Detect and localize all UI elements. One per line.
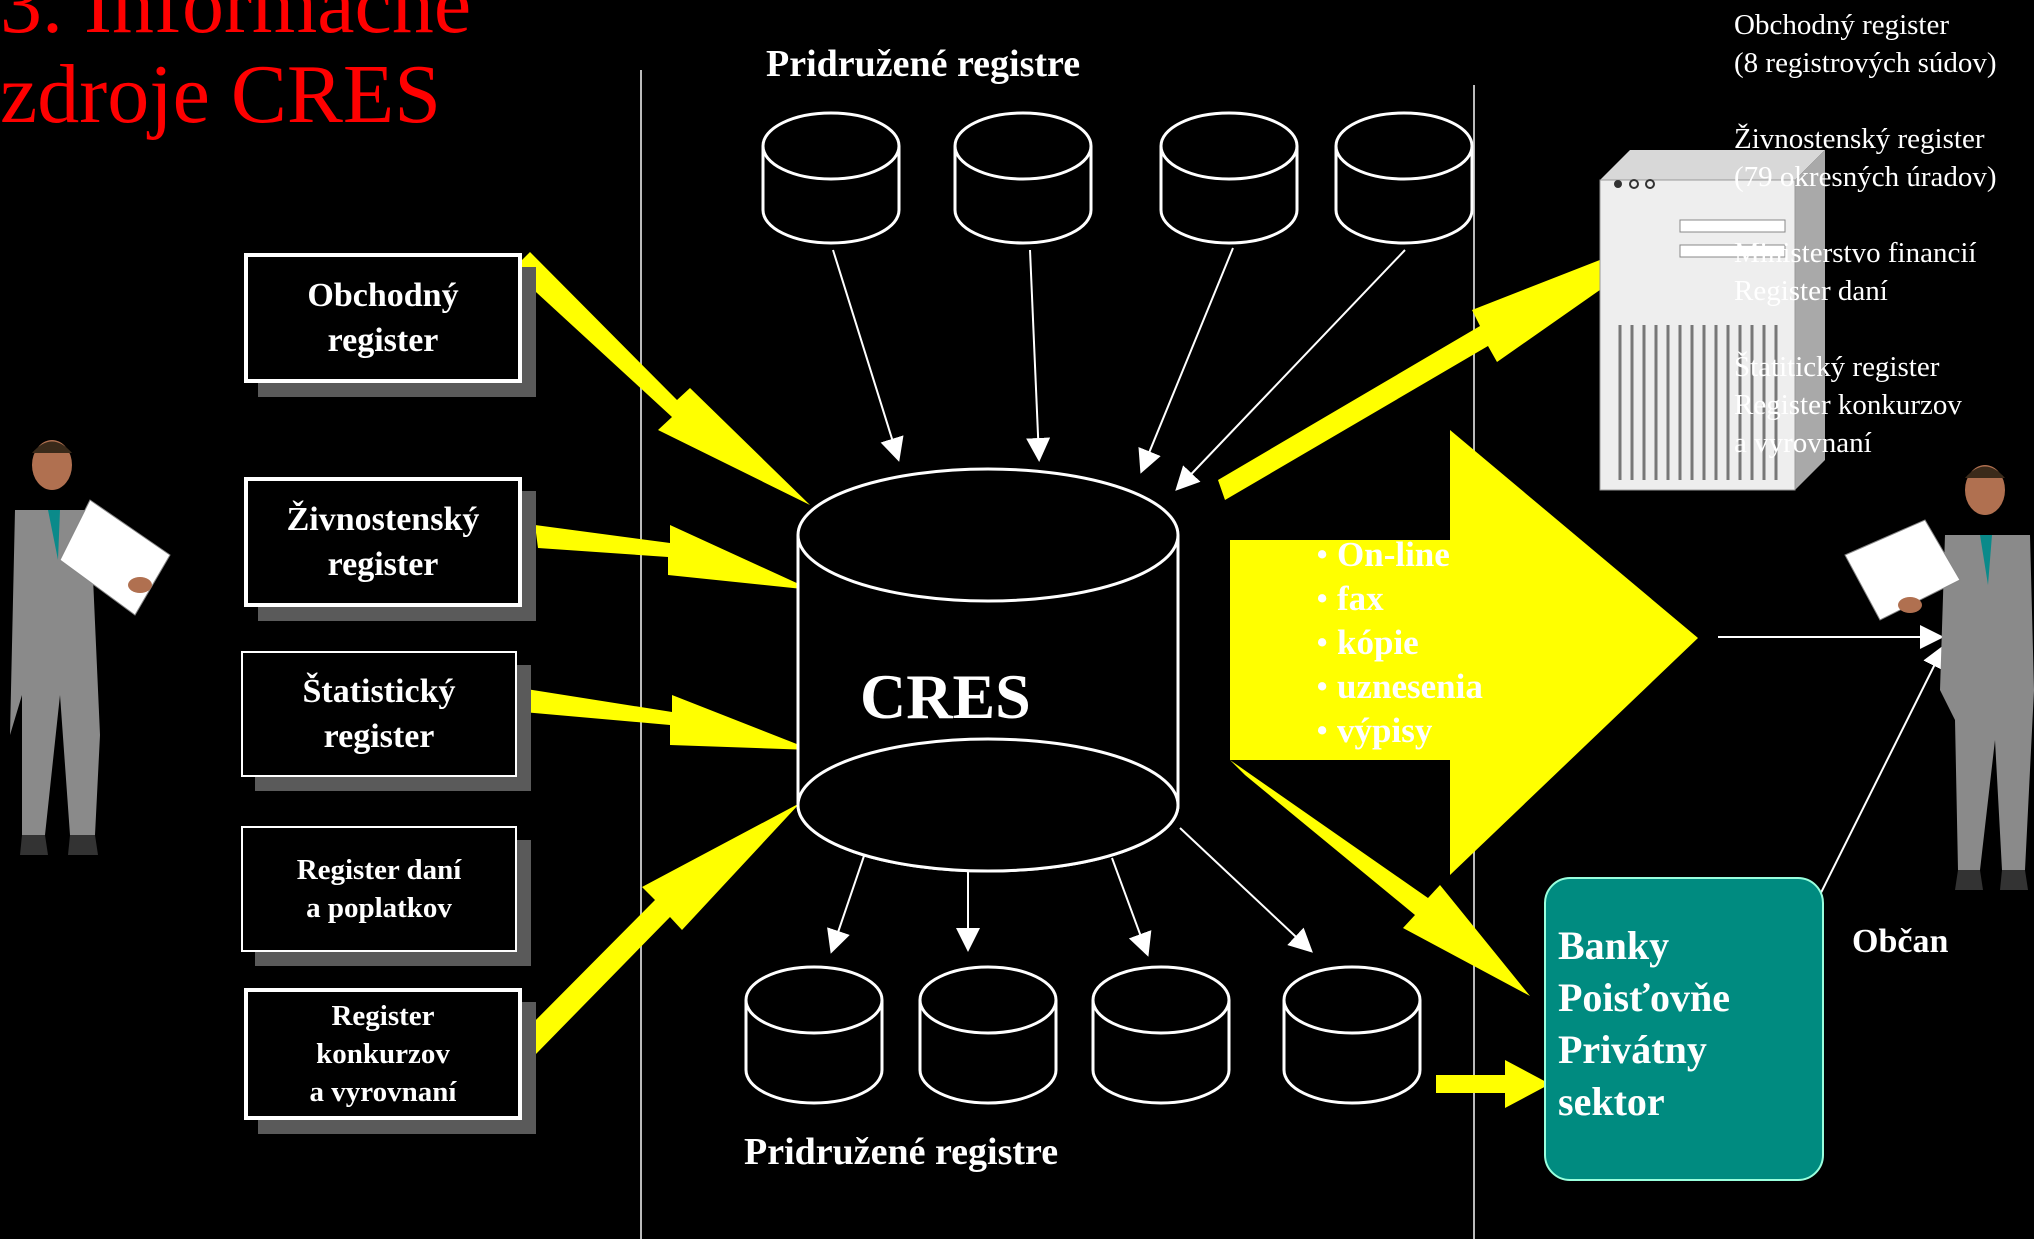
cres-label: CRES (860, 661, 1031, 732)
private-sector-box (1544, 877, 1824, 1181)
box-line: register (327, 322, 439, 359)
private-sector-line: Poisťovňe (1558, 975, 1730, 1020)
output-channel: fax (1316, 577, 1483, 621)
box-register-konkurzov: Register konkurzov a vyrovnaní (244, 988, 522, 1120)
output-channel: uznesenia (1316, 665, 1483, 709)
box-line: register (323, 718, 435, 755)
slide-title-line2: zdroje CRES (0, 48, 441, 141)
person-right-icon (1844, 465, 2034, 890)
arrow-konkurzy (518, 803, 800, 1055)
box-statisticky-register: Štatistický register (241, 651, 517, 777)
cylinder-bottom-3 (1091, 965, 1231, 1105)
cylinder-top-4 (1334, 111, 1474, 245)
private-sector-line: Privátny (1558, 1027, 1707, 1072)
private-sector-line: sektor (1558, 1079, 1665, 1124)
source-line: Živnostenský register (1734, 123, 1985, 155)
box-line: a vyrovnaní (309, 1076, 457, 1108)
bottom-cylinders (744, 965, 1422, 1105)
private-sector-text: Banky Poisťovňe Privátny sektor (1558, 920, 1730, 1128)
source-line: (8 registrových súdov) (1734, 47, 1997, 79)
arrow-statisticky (520, 688, 812, 750)
box-register-dani: Register daní a poplatkov (241, 826, 517, 952)
box-obchodny-register: Obchodný register (244, 253, 522, 383)
source-line: Štatitický register (1734, 351, 1940, 383)
output-channel: kópie (1316, 621, 1483, 665)
source-item: Štatitický register Register konkurzov a… (1734, 348, 1997, 462)
source-line: Ministerstvo financií (1734, 237, 1977, 269)
box-line: Živnostenský (286, 501, 480, 538)
box-line: Register daní (296, 854, 462, 886)
output-channels-list: On-line fax kópie uznesenia výpisy (1316, 533, 1483, 753)
slide-title-line1: 3. Informačné (0, 0, 472, 51)
slide-title: 3. Informačné zdroje CRES (0, 0, 471, 140)
output-channel: výpisy (1316, 709, 1483, 753)
arrow-to-server (1218, 222, 1697, 500)
cylinder-bottom-1 (744, 965, 884, 1105)
source-line: Obchodný register (1734, 9, 1950, 41)
arrow-bottom-to-private (1436, 1060, 1550, 1108)
box-line: Register (331, 1000, 435, 1032)
server-icon (1599, 150, 1825, 491)
source-item: Ministerstvo financií Register daní (1734, 234, 1997, 310)
source-item: Obchodný register (8 registrových súdov) (1734, 6, 1997, 82)
box-line: konkurzov (316, 1038, 450, 1070)
cylinder-bottom-2 (918, 965, 1058, 1105)
private-sector-line: Banky (1558, 923, 1670, 968)
top-registers-label: Pridružené registre (766, 43, 1081, 85)
box-line: Štatistický (302, 673, 456, 710)
cres-cylinder (796, 467, 1180, 873)
source-line: a vyrovnaní (1734, 427, 1872, 459)
output-channel: On-line (1316, 533, 1483, 577)
box-line: register (327, 546, 439, 583)
arrow-zivnostensky (535, 525, 812, 590)
connector-arrows (827, 247, 1945, 996)
source-list: Obchodný register (8 registrových súdov)… (1734, 6, 1997, 500)
source-line: (79 okresných úradov) (1734, 161, 1997, 193)
cylinder-bottom-4 (1282, 965, 1422, 1105)
source-item: Živnostenský register (79 okresných úrad… (1734, 120, 1997, 196)
source-line: Register daní (1734, 275, 1888, 307)
top-cylinders (761, 111, 1474, 245)
cylinder-top-2 (953, 111, 1093, 245)
box-line: a poplatkov (306, 892, 452, 924)
cylinder-top-3 (1159, 111, 1299, 245)
cylinder-top-1 (761, 111, 901, 245)
arrow-obchodny (512, 252, 810, 505)
bottom-registers-label: Pridružené registre (744, 1131, 1059, 1173)
person-left-icon (10, 440, 171, 855)
box-zivnostensky-register: Živnostenský register (244, 477, 522, 607)
arrow-to-private (1230, 760, 1530, 996)
input-arrows (512, 222, 1697, 1108)
source-line: Register konkurzov (1734, 389, 1962, 421)
citizen-label: Občan (1852, 923, 1949, 960)
box-line: Obchodný (307, 277, 459, 314)
